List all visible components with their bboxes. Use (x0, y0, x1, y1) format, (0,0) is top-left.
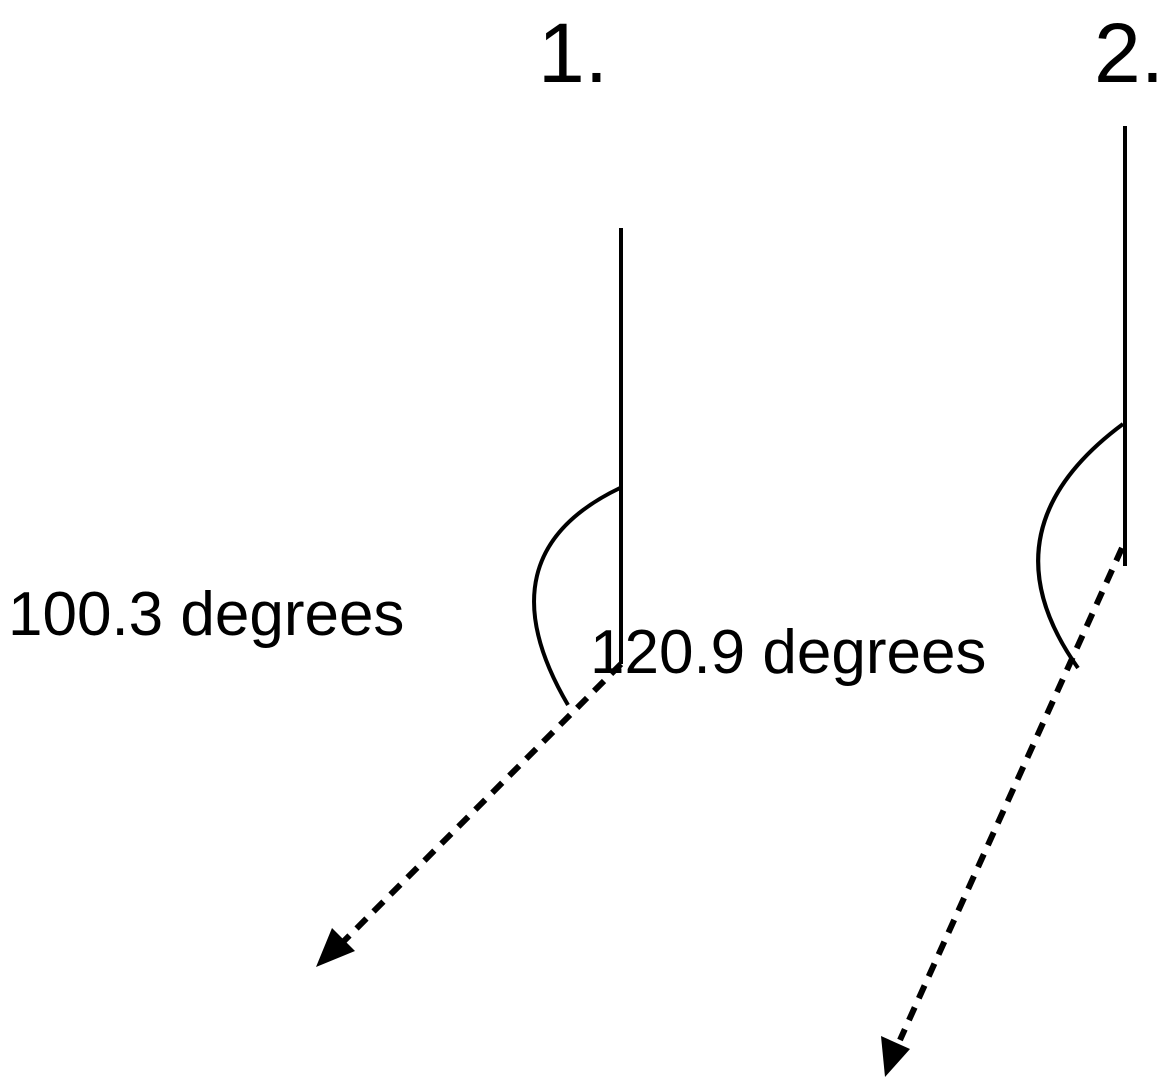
figure-1-angle-arc (532, 486, 621, 707)
figure-2-number-label: 2. (1094, 6, 1164, 100)
figure-1-angle-label: 100.3 degrees (8, 580, 404, 649)
figure-1-arrowhead (316, 928, 355, 967)
figure-2-angle-label: 120.9 degrees (590, 618, 986, 687)
figure-2-dashed-ray (897, 546, 1125, 1042)
figure-2: 2. 120.9 degrees (590, 6, 1164, 1077)
figure-1: 1. 100.3 degrees (8, 6, 624, 967)
figure-1-number-label: 1. (538, 6, 608, 100)
figure-2-arrowhead (881, 1036, 910, 1077)
figure-2-angle-arc (1036, 422, 1125, 670)
figure-1-dashed-ray (337, 661, 624, 948)
